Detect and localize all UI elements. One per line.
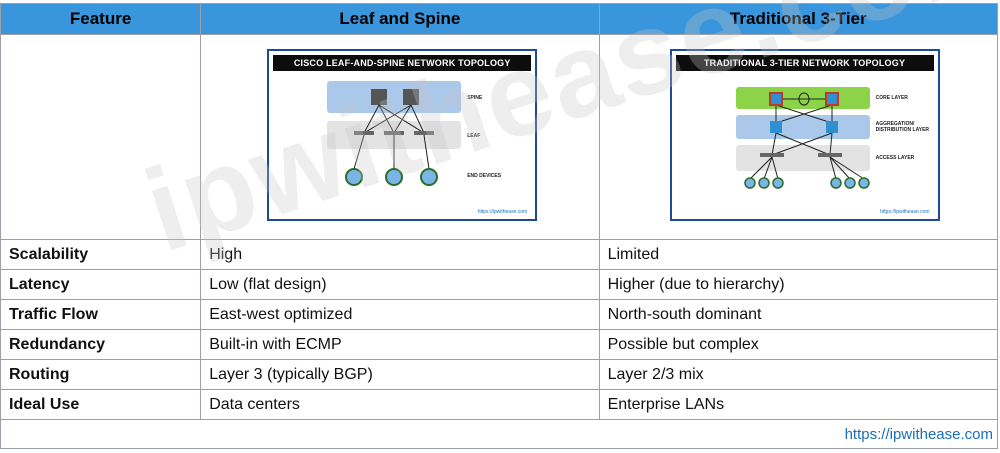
- footer-row: https://ipwithease.com: [0, 419, 998, 449]
- end-device-icon: [743, 177, 756, 189]
- three-tier-cell: Enterprise LANs: [598, 389, 999, 420]
- feature-cell: Ideal Use: [0, 389, 202, 420]
- core-layer-label: CORE LAYER: [875, 95, 908, 101]
- spine-switch-icon: [403, 89, 420, 105]
- leaf-switch-icon: [414, 131, 435, 135]
- aggregation-layer-label: AGGREGATION/ DISTRIBUTION LAYER: [875, 121, 930, 133]
- leaf-spine-diagram-url: https://ipwithease.com: [477, 209, 528, 215]
- three-tier-diagram-url: https://ipwithease.com: [880, 209, 930, 215]
- spine-label: SPINE: [467, 95, 483, 101]
- end-device-icon: [345, 168, 364, 186]
- leaf-spine-diagram: CISCO LEAF-AND-SPINE NETWORK TOPOLOGY: [267, 49, 538, 221]
- end-devices-label: END DEVICES: [467, 173, 502, 179]
- three-tier-diagram-title: TRADITIONAL 3-TIER NETWORK TOPOLOGY: [675, 55, 934, 71]
- header-three-tier: Traditional 3-Tier: [598, 3, 999, 35]
- end-device-icon: [857, 177, 870, 189]
- feature-cell: Latency: [0, 269, 202, 300]
- feature-cell: Routing: [0, 359, 202, 390]
- core-layer-band: [735, 87, 870, 109]
- leaf-spine-cell: Layer 3 (typically BGP): [200, 359, 600, 390]
- diagram-empty-cell: [0, 34, 202, 240]
- leaf-spine-cell: Data centers: [200, 389, 600, 420]
- three-tier-cell: Limited: [598, 239, 999, 270]
- feature-cell: Traffic Flow: [0, 299, 202, 330]
- header-feature: Feature: [0, 3, 202, 35]
- table-row: Redundancy Built-in with ECMP Possible b…: [0, 329, 999, 360]
- end-device-icon: [829, 177, 842, 189]
- end-device-icon: [420, 168, 439, 186]
- end-device-icon: [771, 177, 784, 189]
- aggregation-switch-icon: [825, 121, 838, 133]
- three-tier-cell: Higher (due to hierarchy): [598, 269, 999, 300]
- end-device-icon: [843, 177, 856, 189]
- three-tier-cell: Possible but complex: [598, 329, 999, 360]
- end-device-icon: [385, 168, 404, 186]
- three-tier-diagram: TRADITIONAL 3-TIER NETWORK TOPOLOGY: [669, 49, 940, 221]
- aggregation-switch-icon: [769, 121, 782, 133]
- three-tier-topology-graphic: [735, 87, 870, 189]
- end-device-icon: [757, 177, 770, 189]
- header-leaf-spine: Leaf and Spine: [200, 3, 600, 35]
- feature-cell: Scalability: [0, 239, 202, 270]
- leaf-spine-cell: Built-in with ECMP: [200, 329, 600, 360]
- table-row: Ideal Use Data centers Enterprise LANs: [0, 389, 999, 420]
- access-switch-icon: [817, 153, 842, 157]
- feature-cell: Redundancy: [0, 329, 202, 360]
- leaf-label: LEAF: [467, 133, 481, 139]
- leaf-spine-topology-graphic: [327, 81, 462, 186]
- three-tier-cell: North-south dominant: [598, 299, 999, 330]
- table-row: Latency Low (flat design) Higher (due to…: [0, 269, 999, 300]
- leaf-spine-cell: High: [200, 239, 600, 270]
- access-switch-icon: [759, 153, 784, 157]
- aggregation-layer-band: [735, 115, 870, 139]
- access-layer-label: ACCESS LAYER: [875, 155, 915, 161]
- leaf-spine-cell: Low (flat design): [200, 269, 600, 300]
- leaf-spine-diagram-cell: CISCO LEAF-AND-SPINE NETWORK TOPOLOGY: [200, 34, 600, 240]
- leaf-spine-diagram-title: CISCO LEAF-AND-SPINE NETWORK TOPOLOGY: [273, 55, 532, 71]
- spine-layer-band: [327, 81, 462, 113]
- core-link-icon: [798, 92, 810, 106]
- core-switch-icon: [824, 92, 839, 106]
- footer-link[interactable]: https://ipwithease.com: [0, 419, 998, 449]
- table-row: Scalability High Limited: [0, 239, 999, 270]
- comparison-table: Feature Leaf and Spine Traditional 3-Tie…: [0, 3, 999, 449]
- header-row: Feature Leaf and Spine Traditional 3-Tie…: [0, 3, 999, 35]
- leaf-switch-icon: [384, 131, 405, 135]
- diagram-row: CISCO LEAF-AND-SPINE NETWORK TOPOLOGY: [0, 34, 999, 240]
- leaf-switch-icon: [354, 131, 375, 135]
- leaf-spine-cell: East-west optimized: [200, 299, 600, 330]
- table-row: Traffic Flow East-west optimized North-s…: [0, 299, 999, 330]
- table-row: Routing Layer 3 (typically BGP) Layer 2/…: [0, 359, 999, 390]
- spine-switch-icon: [371, 89, 388, 105]
- three-tier-cell: Layer 2/3 mix: [598, 359, 999, 390]
- three-tier-diagram-cell: TRADITIONAL 3-TIER NETWORK TOPOLOGY: [598, 34, 999, 240]
- core-switch-icon: [768, 92, 783, 106]
- access-layer-band: [735, 145, 870, 171]
